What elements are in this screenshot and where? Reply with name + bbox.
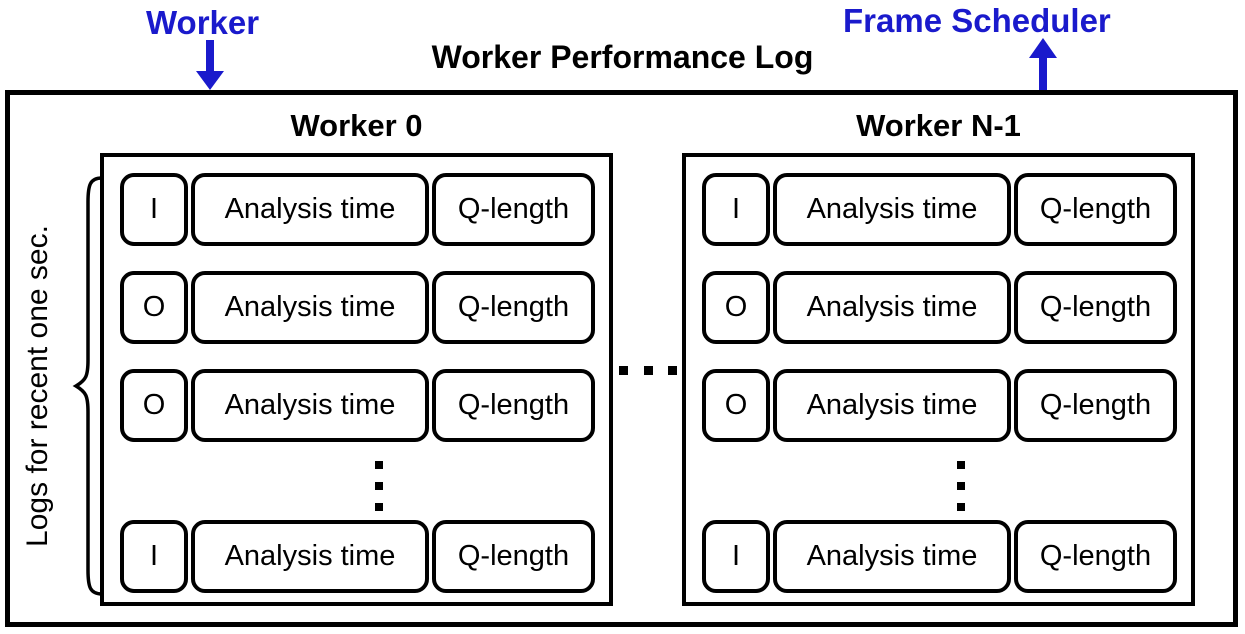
ellipsis-dot [375,503,383,511]
analysis-time-cell: Analysis time [191,369,429,442]
worker-arrow-down-icon [196,40,224,90]
analysis-time-cell: Analysis time [191,520,429,593]
queue-length-cell: Q-length [432,520,595,593]
worker-title: Worker 0 [290,108,423,143]
ellipsis-dot [375,461,383,469]
ellipsis-dot [643,366,653,375]
horizontal-ellipsis-icon [619,366,677,375]
queue-length-cell: Q-length [1014,369,1177,442]
io-indicator-cell: I [120,520,188,593]
side-label-logs-recent: Logs for recent one sec. [21,225,54,547]
diagram-title: Worker Performance Log [431,39,814,75]
queue-length-cell: Q-length [432,173,595,246]
analysis-time-cell: Analysis time [191,173,429,246]
io-indicator-cell: O [120,271,188,344]
io-indicator-cell: I [120,173,188,246]
ellipsis-dot [957,482,965,490]
vertical-ellipsis-icon [120,461,594,511]
queue-length-cell: Q-length [1014,520,1177,593]
io-indicator-cell: O [702,271,770,344]
analysis-time-cell: Analysis time [773,271,1011,344]
frame-scheduler-pointer-label: Frame Scheduler [843,2,1111,39]
ellipsis-dot [957,503,965,511]
worker-pointer-label: Worker [146,4,260,41]
io-indicator-cell: I [702,520,770,593]
io-indicator-cell: I [702,173,770,246]
worker-title: Worker N-1 [856,108,1021,143]
queue-length-cell: Q-length [432,369,595,442]
analysis-time-cell: Analysis time [773,520,1011,593]
queue-length-cell: Q-length [432,271,595,344]
ellipsis-dot [957,461,965,469]
left-curly-brace-icon [72,176,104,596]
queue-length-cell: Q-length [1014,271,1177,344]
ellipsis-dot [619,366,628,375]
analysis-time-cell: Analysis time [773,173,1011,246]
analysis-time-cell: Analysis time [773,369,1011,442]
scheduler-arrow-up-icon [1029,38,1057,92]
analysis-time-cell: Analysis time [191,271,429,344]
ellipsis-dot [375,482,383,490]
queue-length-cell: Q-length [1014,173,1177,246]
io-indicator-cell: O [120,369,188,442]
io-indicator-cell: O [702,369,770,442]
ellipsis-dot [668,366,677,375]
vertical-ellipsis-icon [702,461,1176,511]
